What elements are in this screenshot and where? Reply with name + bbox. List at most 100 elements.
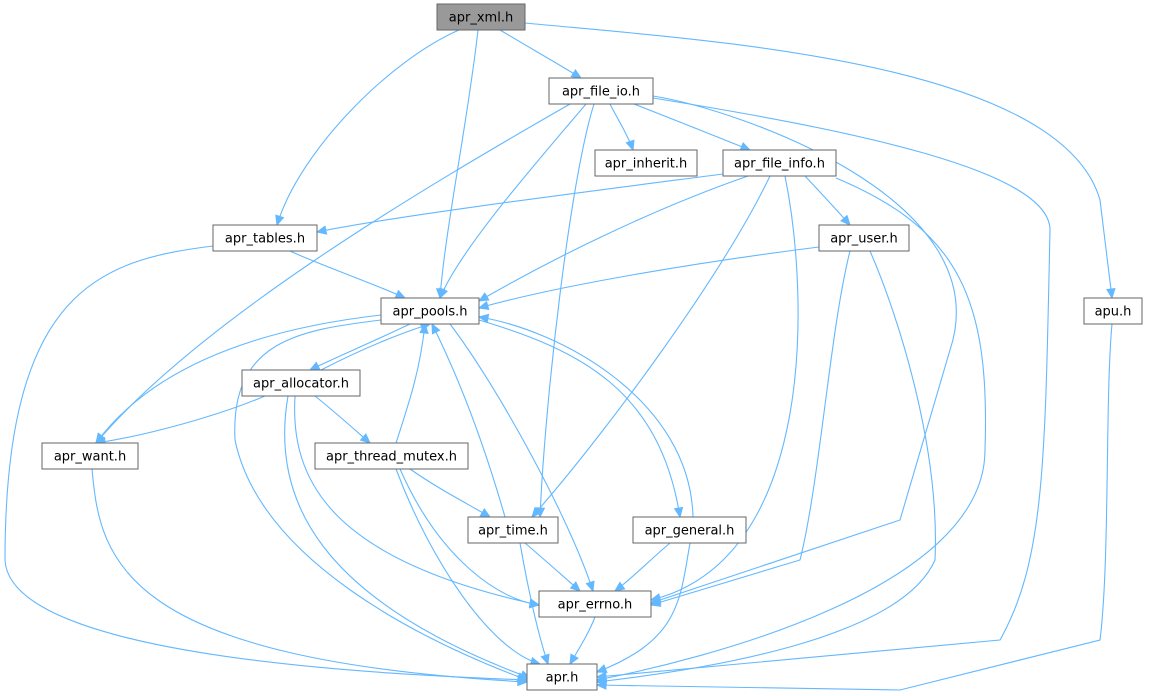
node-box[interactable] — [241, 369, 361, 397]
arrowhead — [359, 433, 371, 444]
arrowhead — [431, 322, 441, 335]
edge-line — [91, 468, 528, 683]
edge-apr_file_io-to-apr_time — [535, 103, 595, 519]
edge-apr_allocator-to-apr_want — [94, 395, 266, 447]
node-box[interactable] — [380, 297, 480, 325]
edge-apr_file_io-to-apr — [595, 97, 1051, 681]
edge-line — [4, 245, 528, 681]
edge-apu-to-apr — [595, 323, 1113, 691]
node-box[interactable] — [467, 516, 559, 544]
arrowhead — [419, 322, 429, 334]
edge-line — [499, 29, 582, 79]
arrowhead — [315, 225, 328, 235]
edge-line — [309, 323, 411, 371]
edge-apr_tables-to-apr_pools — [289, 250, 407, 299]
edge-apr_allocator-to-apr_thread_mutex — [314, 395, 371, 444]
edge-apr_general-to-apr — [595, 542, 691, 674]
edge-line — [399, 468, 540, 606]
node-apu[interactable]: apu.h — [1083, 297, 1143, 325]
edge-apr_file_info-to-apr_tables — [315, 173, 724, 235]
edge-apr_time-to-apr — [519, 542, 550, 666]
edge-apr_general-to-apr_errno — [614, 542, 671, 592]
arrowhead — [739, 142, 752, 151]
node-apr-pools[interactable]: apr_pools.h — [380, 297, 480, 325]
node-apr-general[interactable]: apr_general.h — [632, 516, 747, 544]
edge-line — [650, 175, 799, 601]
node-box[interactable] — [41, 442, 139, 470]
node-apr-user[interactable]: apr_user.h — [818, 224, 910, 252]
node-apr-inherit[interactable]: apr_inherit.h — [594, 149, 698, 177]
edge-line — [531, 175, 771, 518]
node-label: apr_thread_mutex.h — [326, 450, 457, 465]
edge-line — [289, 250, 406, 299]
node-apr-errno[interactable]: apr_errno.h — [538, 590, 652, 618]
node-box[interactable] — [1083, 297, 1143, 325]
edge-apr_pools-to-apr_allocator — [308, 323, 411, 371]
edge-apr_file_io-to-apr_inherit — [609, 103, 635, 152]
node-apr-want[interactable]: apr_want.h — [41, 442, 139, 470]
edge-apr_user-to-apr_errno — [649, 250, 851, 607]
edge-apr_thread_mutex-to-apr — [395, 468, 542, 667]
edge-line — [95, 395, 266, 444]
node-label: apr_time.h — [478, 524, 548, 539]
edge-apr_general-to-apr_pools — [477, 313, 694, 518]
edge-apr_file_info-to-apr_user — [804, 175, 851, 226]
edges-layer — [4, 22, 1116, 691]
arrowhead — [595, 680, 607, 690]
node-apr-xml[interactable]: apr_xml.h — [436, 3, 526, 31]
edge-line — [478, 316, 694, 518]
node-box[interactable] — [722, 149, 837, 177]
node-box[interactable] — [526, 663, 598, 691]
edge-apr_pools-to-apr_general — [478, 319, 684, 519]
arrowhead — [1106, 287, 1116, 300]
edge-line — [650, 95, 957, 604]
node-apr[interactable]: apr.h — [526, 663, 598, 691]
node-apr-thread-mutex[interactable]: apr_thread_mutex.h — [314, 442, 469, 470]
edge-line — [320, 323, 431, 371]
node-box[interactable] — [594, 149, 698, 177]
node-box[interactable] — [818, 224, 910, 252]
arrowhead — [479, 508, 492, 518]
edge-apr_xml-to-apu — [524, 22, 1116, 300]
node-box[interactable] — [314, 442, 469, 470]
edge-line — [395, 468, 541, 665]
node-label: apr_pools.h — [393, 305, 468, 320]
edge-apr_xml-to-apr_tables — [275, 29, 460, 227]
edge-line — [539, 103, 595, 518]
edge-line — [314, 395, 371, 444]
arrowhead — [673, 506, 684, 519]
edge-line — [524, 542, 581, 592]
node-apr-tables[interactable]: apr_tables.h — [212, 224, 318, 252]
edge-line — [478, 246, 820, 309]
node-label: apr_allocator.h — [253, 377, 349, 392]
edge-line — [596, 97, 1051, 678]
arrowhead — [540, 653, 550, 666]
arrowhead — [477, 300, 490, 310]
edge-apr_pools-to-apr_errno — [449, 323, 595, 593]
edge-line — [316, 173, 724, 233]
arrowhead — [585, 580, 595, 593]
edge-line — [478, 319, 681, 518]
node-box[interactable] — [632, 516, 747, 544]
node-box[interactable] — [548, 77, 654, 105]
arrowhead — [570, 68, 583, 79]
arrowhead — [439, 287, 449, 300]
node-box[interactable] — [436, 3, 526, 31]
edge-apr_xml-to-apr_file_io — [499, 29, 583, 79]
arrowhead — [517, 676, 529, 687]
edge-line — [95, 314, 382, 444]
node-apr-file-info[interactable]: apr_file_info.h — [722, 149, 837, 177]
edge-line — [449, 323, 594, 592]
edge-apr_time-to-apr_pools — [431, 322, 506, 518]
arrowhead — [477, 292, 490, 302]
edge-line — [409, 468, 491, 518]
node-apr-allocator[interactable]: apr_allocator.h — [241, 369, 361, 397]
edge-line — [284, 395, 531, 679]
node-box[interactable] — [538, 590, 652, 618]
node-apr-time[interactable]: apr_time.h — [467, 516, 559, 544]
node-box[interactable] — [212, 224, 318, 252]
edge-line — [596, 177, 987, 681]
edge-apr_time-to-apr_errno — [524, 542, 581, 592]
node-apr-file-io[interactable]: apr_file_io.h — [548, 77, 654, 105]
